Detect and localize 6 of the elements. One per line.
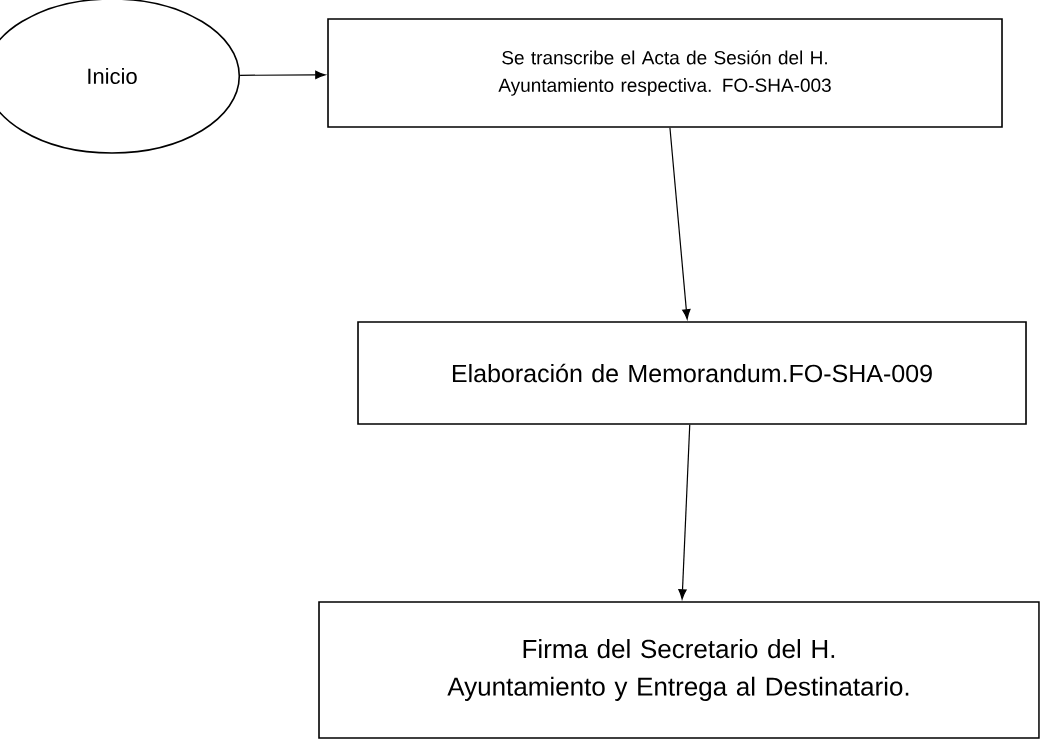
arrow (239, 70, 326, 80)
process-box: Se transcribe el Acta de Sesión del H. Ayuntamiento respectiva. FO-SHA-003 (327, 18, 1003, 128)
arrow (669, 127, 691, 320)
arrow (678, 424, 691, 600)
process-box: Firma del Secretario del H. Ayuntamiento y Entrega al Destinatario. (318, 601, 1040, 739)
process-box: Elaboración de Memorandum.FO-SHA-009 (357, 321, 1027, 425)
